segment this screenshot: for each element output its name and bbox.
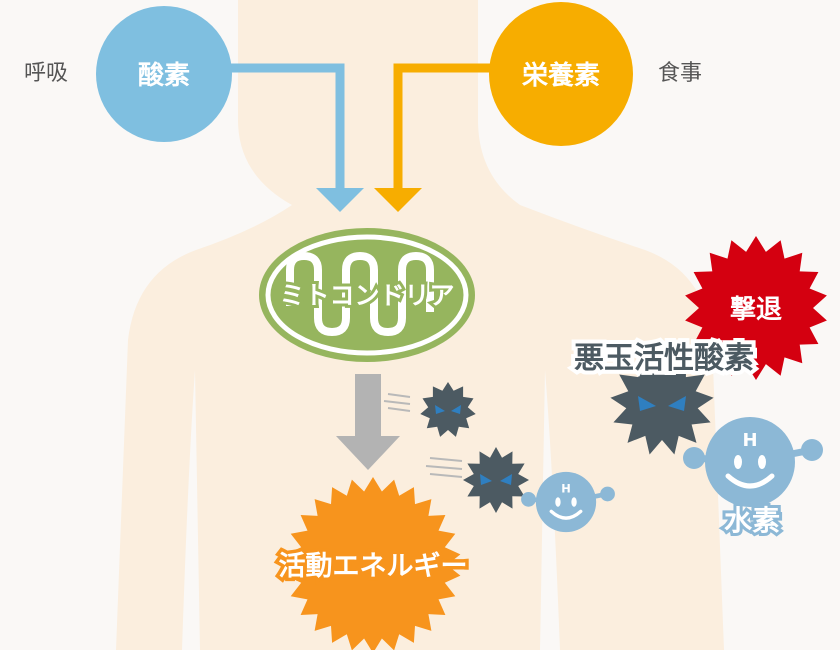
oxygen-circle: 酸素: [96, 6, 232, 142]
hydrogen-icon-large: H: [683, 417, 823, 507]
breathing-label: 呼吸: [24, 61, 68, 86]
burst-badge-icon: 撃退: [685, 236, 827, 380]
hydrogen-h-symbol-large: H: [742, 430, 757, 451]
energy-down-arrow: [336, 374, 400, 470]
nutrients-arrow: [374, 63, 500, 212]
repel-label: 撃退: [730, 295, 782, 325]
speed-lines-icon: [383, 393, 463, 478]
hydrogen-label: 水素: [724, 504, 780, 537]
radical-icon-large: [610, 352, 714, 455]
oxygen-arrow: [230, 63, 364, 212]
oxygen-label: 酸素: [138, 61, 190, 91]
nutrients-circle: 栄養素: [489, 2, 633, 146]
starburst-icon: 活動エネルギー: [275, 477, 471, 650]
mitochondria-label: ミトコンドリア: [279, 281, 454, 310]
radical-icon-small-2: [463, 447, 529, 513]
nutrients-label: 栄養素: [521, 61, 600, 91]
radical-icon-small-1: [420, 382, 476, 437]
mitochondria-icon: ミトコンドリア: [259, 228, 475, 362]
active-energy-label: 活動エネルギー: [279, 551, 468, 582]
hydrogen-h-symbol-small: H: [561, 482, 571, 496]
active-oxygen-label: 悪玉活性酸素: [574, 341, 754, 376]
hydrogen-icon-small: H: [521, 472, 615, 532]
meal-label: 食事: [658, 61, 702, 86]
